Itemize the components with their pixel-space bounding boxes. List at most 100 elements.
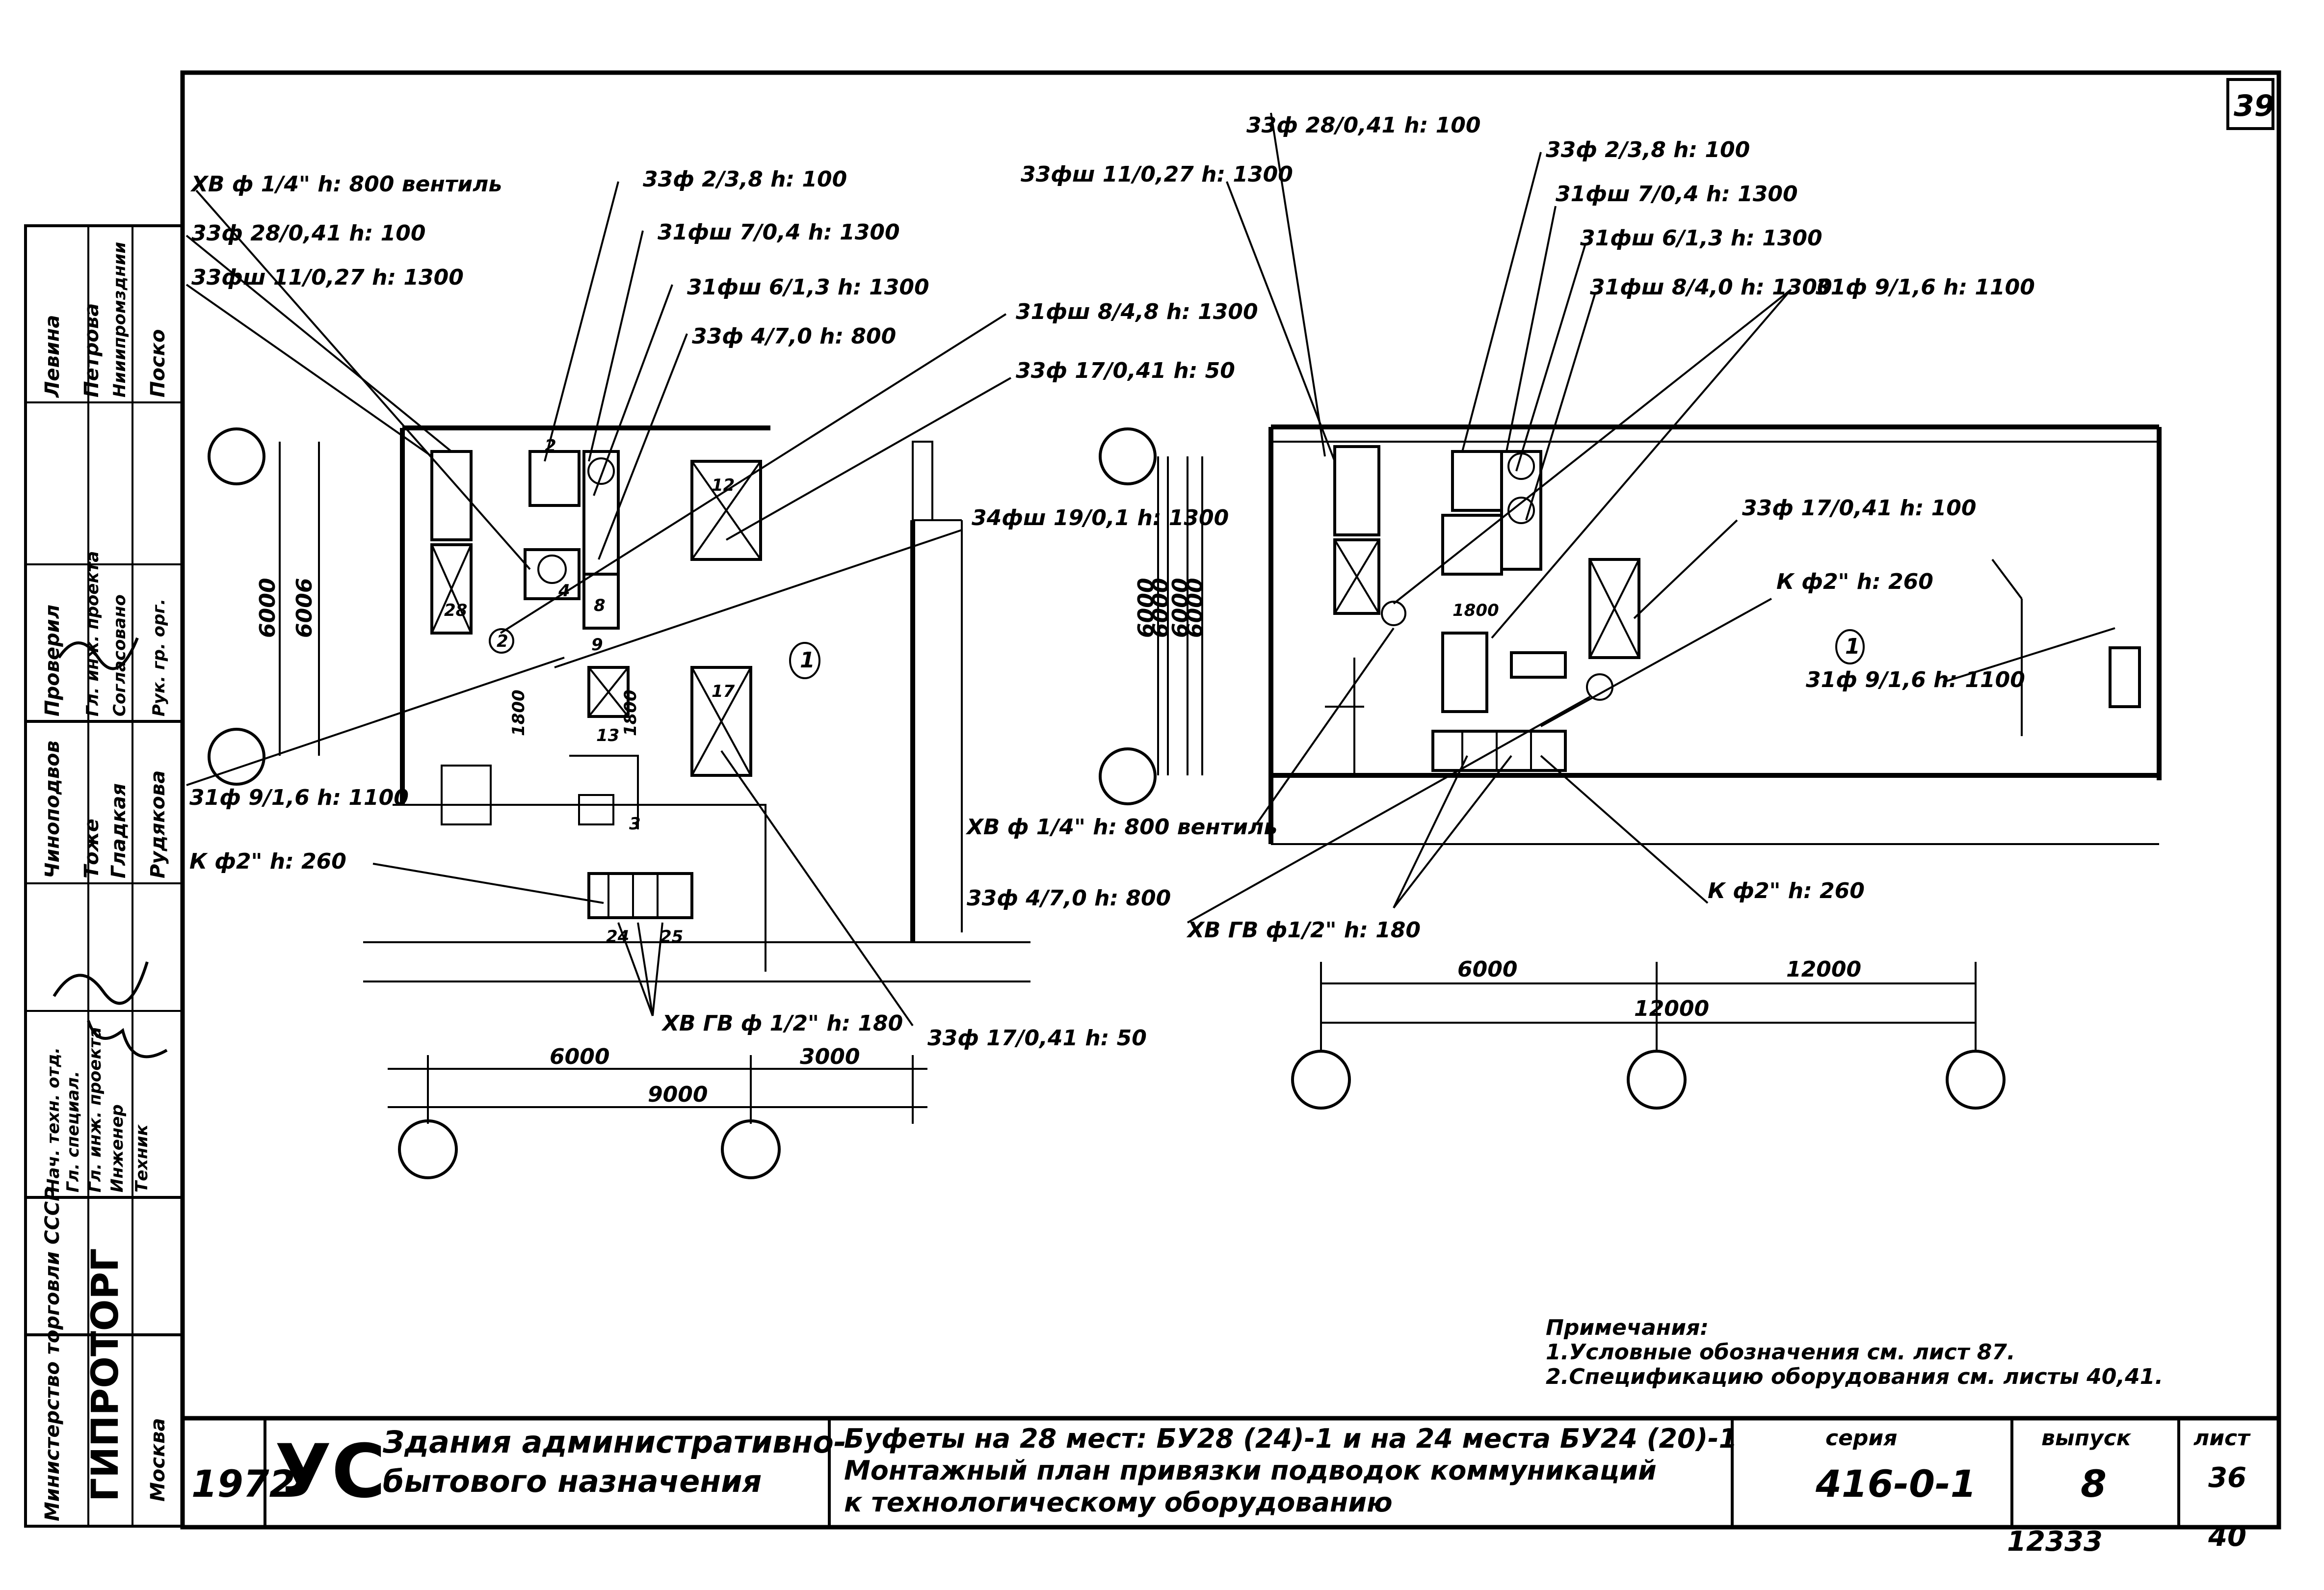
right-label-8: 33ф 17/0,41 h: 100 bbox=[1742, 496, 1976, 521]
right-label-5: 31фш 6/1,3 h: 1300 bbox=[1580, 226, 1822, 251]
stamp-role-3: Гл. инж. проекта bbox=[85, 1027, 105, 1192]
left-dim-v5: 6000 bbox=[1134, 578, 1159, 638]
stamp-check-3: Согласовано bbox=[110, 594, 130, 716]
right-dim-6000b: 12000 bbox=[1786, 957, 1861, 982]
left-column-2 bbox=[208, 728, 265, 786]
r-mark-circle-3 bbox=[1586, 673, 1613, 701]
right-label-4: 31фш 7/0,4 h: 1300 bbox=[1556, 182, 1798, 207]
tb-logo: УС bbox=[275, 1429, 386, 1514]
stamp-cname-4: Поско bbox=[147, 329, 169, 398]
stamp-name-1: Чиноподвов bbox=[41, 741, 64, 878]
mark-3: 3 bbox=[629, 814, 641, 834]
tb-seria-label: серия bbox=[1825, 1426, 1898, 1451]
right-column-2 bbox=[1627, 1050, 1687, 1110]
left-column-1 bbox=[208, 427, 265, 485]
tb-desc-3: к технологическому оборудованию bbox=[844, 1487, 1393, 1518]
stamp-check-4: Рук. гр. орг. bbox=[149, 599, 169, 716]
signature-3 bbox=[87, 1020, 168, 1059]
mark-circle-2 bbox=[489, 628, 514, 654]
stamp-name-3: Гладкая bbox=[107, 783, 130, 878]
r-equip-7-6 bbox=[1500, 450, 1542, 571]
tb-desc-1: Буфеты на 28 мест: БУ28 (24)-1 и на 24 м… bbox=[844, 1423, 1737, 1454]
note-2: 2.Спецификацию оборудования см. листы 40… bbox=[1546, 1364, 2163, 1389]
left-label-9: 33ф 17/0,41 h: 50 bbox=[1016, 358, 1235, 383]
equip-24-25 bbox=[587, 872, 693, 919]
notes-title: Примечания: bbox=[1546, 1315, 1709, 1340]
stamp-check-1: Проверил bbox=[41, 605, 64, 716]
right-column-1 bbox=[1291, 1050, 1351, 1110]
r-equip-24-25 bbox=[1431, 730, 1567, 772]
left-dim-9000: 9000 bbox=[648, 1082, 708, 1107]
left-label-10: 34фш 19/0,1 h: 1300 bbox=[972, 505, 1229, 530]
stamp-cname-2: Петрова bbox=[80, 303, 103, 398]
stamp-check-2: Гл. инж. проекта bbox=[83, 551, 103, 716]
room-circle-right bbox=[1835, 629, 1865, 664]
mark-28: 28 bbox=[444, 601, 467, 620]
left-label-5: 31фш 7/0,4 h: 1300 bbox=[658, 220, 900, 245]
room-circle-left bbox=[789, 642, 820, 679]
stamp-role-4: Инженер bbox=[107, 1104, 127, 1192]
stamp-cname-3: Нииипромзднии bbox=[110, 242, 130, 398]
right-plan: 1 6000 6000 1800 6000 12000 12000 33ф bbox=[965, 112, 2162, 1110]
right-dim-v2: 6000 bbox=[1183, 578, 1208, 638]
r-equip-28 bbox=[1333, 445, 1380, 536]
right-label-13: ХВ ГВ ф1/2" h: 180 bbox=[1186, 918, 1421, 943]
note-1: 1.Условные обозначения см. лист 87. bbox=[1546, 1340, 2015, 1365]
right-label-10: 31ф 9/1,6 h: 1100 bbox=[1806, 667, 2025, 692]
right-label-1: 33ф 28/0,41 h: 100 bbox=[1246, 113, 1480, 138]
left-label-11: 31ф 9/1,6 h: 1100 bbox=[189, 785, 409, 810]
notes: Примечания: 1.Условные обозначения см. л… bbox=[1546, 1315, 2163, 1389]
tb-list-value: 36 bbox=[2208, 1462, 2246, 1494]
left-room-no: 1 bbox=[800, 648, 815, 673]
signature-2 bbox=[53, 961, 149, 1005]
left-label-13: ХВ ГВ ф 1/2" h: 180 bbox=[661, 1011, 903, 1036]
r-mark-circle-2 bbox=[1381, 601, 1406, 626]
tb-year: 1972 bbox=[191, 1462, 295, 1506]
equip-2 bbox=[528, 450, 581, 507]
left-label-3: 33фш 11/0,27 h: 1300 bbox=[191, 265, 464, 290]
left-label-4: 33ф 2/3,8 h: 100 bbox=[643, 167, 847, 192]
right-label-7: 31ф 9/1,6 h: 1100 bbox=[1816, 275, 2035, 300]
right-room-no: 1 bbox=[1845, 634, 1860, 659]
r-equip-28b bbox=[1333, 538, 1380, 615]
left-column-3 bbox=[1099, 427, 1157, 485]
left-column-6 bbox=[721, 1119, 781, 1179]
equip-12 bbox=[690, 460, 762, 561]
left-dim-6000: 6000 bbox=[550, 1044, 609, 1069]
mark-13: 13 bbox=[596, 726, 619, 745]
left-label-7: 33ф 4/7,0 h: 800 bbox=[692, 324, 896, 349]
right-label-12: 33ф 4/7,0 h: 800 bbox=[967, 886, 1171, 911]
right-dim-6000a: 6000 bbox=[1457, 957, 1517, 982]
signature-1 bbox=[57, 637, 139, 670]
left-label-1: ХВ ф 1/4" h: 800 вентиль bbox=[190, 172, 502, 197]
equip-17 bbox=[690, 666, 752, 777]
stamp-ministry: Министерство торговли СССР bbox=[41, 1187, 64, 1521]
stamp-city: Москва bbox=[147, 1418, 169, 1502]
left-plan: 2 1 28 2 4 8 12 13 17 9 24 25 3 6000 600… bbox=[185, 167, 1258, 1179]
left-dim-v1: 6000 bbox=[255, 578, 280, 638]
stamp-org: ГИПРОТОРГ bbox=[83, 1248, 127, 1502]
tb-building-2: бытового назначения bbox=[383, 1463, 762, 1499]
side-stamp: Министерство торговли СССР ГИПРОТОРГ Мос… bbox=[24, 224, 184, 1528]
stamp-name-2: Тоже bbox=[80, 819, 103, 878]
right-label-9: К ф2" h: 260 bbox=[1776, 569, 1933, 594]
mark-9: 9 bbox=[591, 635, 603, 655]
tb-list-label: лист bbox=[2193, 1426, 2251, 1451]
r-equip-17 bbox=[1588, 558, 1640, 659]
stamp-role-1: Нач. техн. отд. bbox=[44, 1047, 63, 1192]
right-column-3 bbox=[1946, 1050, 2006, 1110]
left-dim-v4: 1800 bbox=[621, 689, 640, 736]
equip-4 bbox=[524, 548, 581, 600]
left-dim-v3: 1800 bbox=[509, 689, 528, 736]
r-equip-9 bbox=[1510, 651, 1567, 679]
r-equip-8 bbox=[1441, 632, 1488, 713]
stamp-role-5: Техник bbox=[132, 1124, 152, 1192]
left-dim-3000: 3000 bbox=[800, 1044, 860, 1069]
tb-building-1: Здания административно- bbox=[382, 1424, 846, 1460]
tb-vypusk-label: выпуск bbox=[2041, 1426, 2132, 1451]
equip-8 bbox=[582, 573, 620, 630]
right-dim-12000: 12000 bbox=[1634, 996, 1709, 1021]
tb-seria-value: 416-0-1 bbox=[1815, 1462, 1977, 1506]
